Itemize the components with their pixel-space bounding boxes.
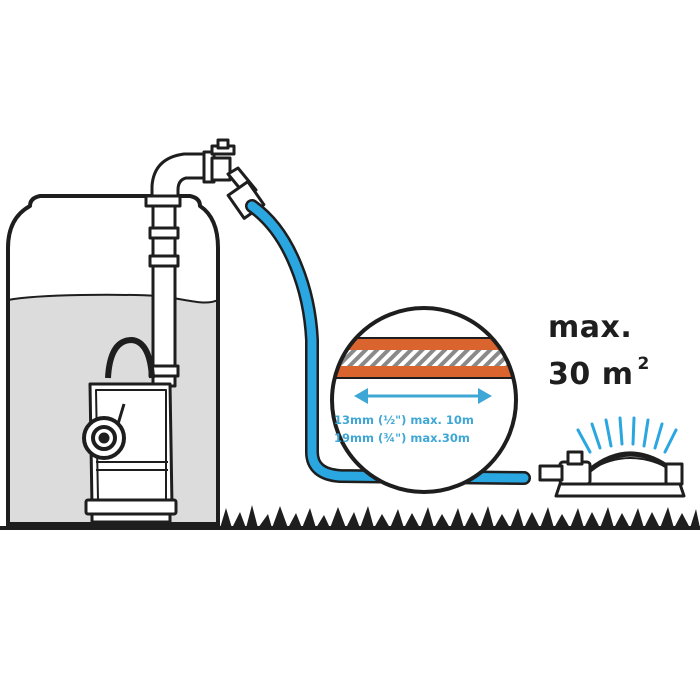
submersible-pump-icon [82, 194, 180, 524]
oscillating-sprinkler-icon [538, 416, 686, 498]
hose-cross-section [330, 306, 518, 494]
area-number: 30 [548, 357, 591, 392]
hose-spec-19mm: 19mm (¾") max.30m [334, 431, 470, 445]
double-arrow-icon [354, 388, 492, 404]
garden-hose-icon [245, 199, 531, 485]
area-unit: m [601, 357, 634, 392]
grass-icon [0, 505, 700, 530]
max-area-label: max. [548, 310, 633, 345]
hose-spec-13mm: 13mm (½") max. 10m [334, 413, 474, 427]
area-exponent: 2 [637, 354, 650, 374]
